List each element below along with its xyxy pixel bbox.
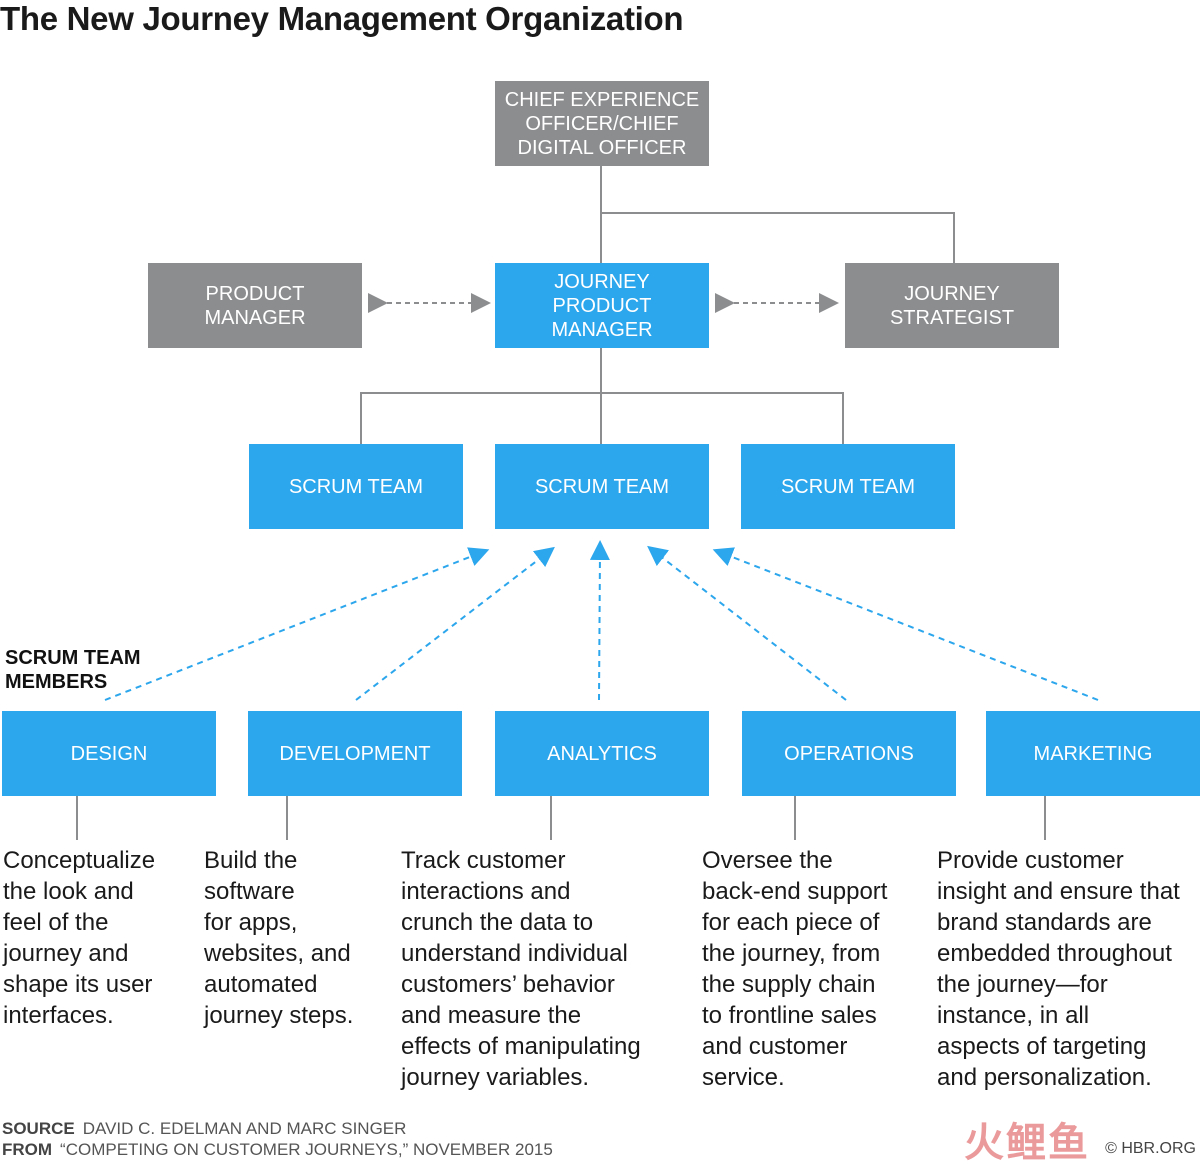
marketing-arrow xyxy=(712,547,1099,701)
scrum-team-box: SCRUM TEAM xyxy=(495,444,709,529)
marketing-box: MARKETING xyxy=(986,711,1200,796)
development-arrow xyxy=(355,546,555,701)
marketing-description: Provide customer insight and ensure that… xyxy=(937,847,1180,1091)
diagram-title: The New Journey Management Organization xyxy=(0,0,684,37)
development-description: Build the software for apps, websites, a… xyxy=(204,847,354,1029)
from-label: FROM xyxy=(2,1140,53,1159)
scrum-team-label: SCRUM TEAM xyxy=(288,475,424,498)
scrum-team-box: SCRUM TEAM xyxy=(249,444,463,529)
cxo-to-strategist-line xyxy=(601,212,955,263)
copyright-credit: © HBR.ORG xyxy=(1105,1140,1196,1157)
watermark-logo: 火鲤鱼 xyxy=(964,1121,1090,1165)
scrum-branch-line xyxy=(360,392,844,444)
cxo-box: CHIEF EXPERIENCE OFFICER/CHIEF DIGITAL O… xyxy=(495,81,709,166)
scrum-team-members-label: SCRUM TEAM MEMBERS xyxy=(5,647,141,693)
journey-strategist-box: JOURNEY STRATEGIST xyxy=(845,263,1059,348)
source-line: SOURCE DAVID C. EDELMAN AND MARC SINGER xyxy=(2,1119,406,1139)
source-label: SOURCE xyxy=(2,1119,75,1138)
journey-product-manager-label: JOURNEY PRODUCT MANAGER xyxy=(551,270,653,341)
cxo-label: CHIEF EXPERIENCE OFFICER/CHIEF DIGITAL O… xyxy=(504,88,700,159)
design-description: Conceptualize the look and feel of the j… xyxy=(3,847,156,1029)
operations-label: OPERATIONS xyxy=(784,742,914,765)
scrum-team-box: SCRUM TEAM xyxy=(741,444,955,529)
product-manager-box: PRODUCT MANAGER xyxy=(148,263,362,348)
design-arrow xyxy=(104,547,490,701)
operations-box: OPERATIONS xyxy=(742,711,956,796)
from-text: “COMPETING ON CUSTOMER JOURNEYS,” NOVEMB… xyxy=(60,1140,553,1159)
product-manager-label: PRODUCT MANAGER xyxy=(204,282,306,329)
analytics-arrow xyxy=(589,540,610,701)
analytics-box: ANALYTICS xyxy=(495,711,709,796)
development-label: DEVELOPMENT xyxy=(279,742,431,765)
journey-product-manager-box: JOURNEY PRODUCT MANAGER xyxy=(495,263,709,348)
from-line: FROM “COMPETING ON CUSTOMER JOURNEYS,” NO… xyxy=(2,1140,553,1160)
journey-strategist-label: JOURNEY STRATEGIST xyxy=(889,282,1015,329)
source-text: DAVID C. EDELMAN AND MARC SINGER xyxy=(82,1119,407,1138)
marketing-label: MARKETING xyxy=(1033,742,1153,765)
development-box: DEVELOPMENT xyxy=(248,711,462,796)
operations-arrow xyxy=(647,545,847,701)
scrum-team-label: SCRUM TEAM xyxy=(780,475,916,498)
scrum-team-label: SCRUM TEAM xyxy=(534,475,670,498)
analytics-description: Track customer interactions and crunch t… xyxy=(401,847,641,1091)
design-label: DESIGN xyxy=(70,742,148,765)
analytics-label: ANALYTICS xyxy=(547,742,657,765)
design-box: DESIGN xyxy=(2,711,216,796)
operations-description: Oversee the back-end support for each pi… xyxy=(702,847,888,1091)
